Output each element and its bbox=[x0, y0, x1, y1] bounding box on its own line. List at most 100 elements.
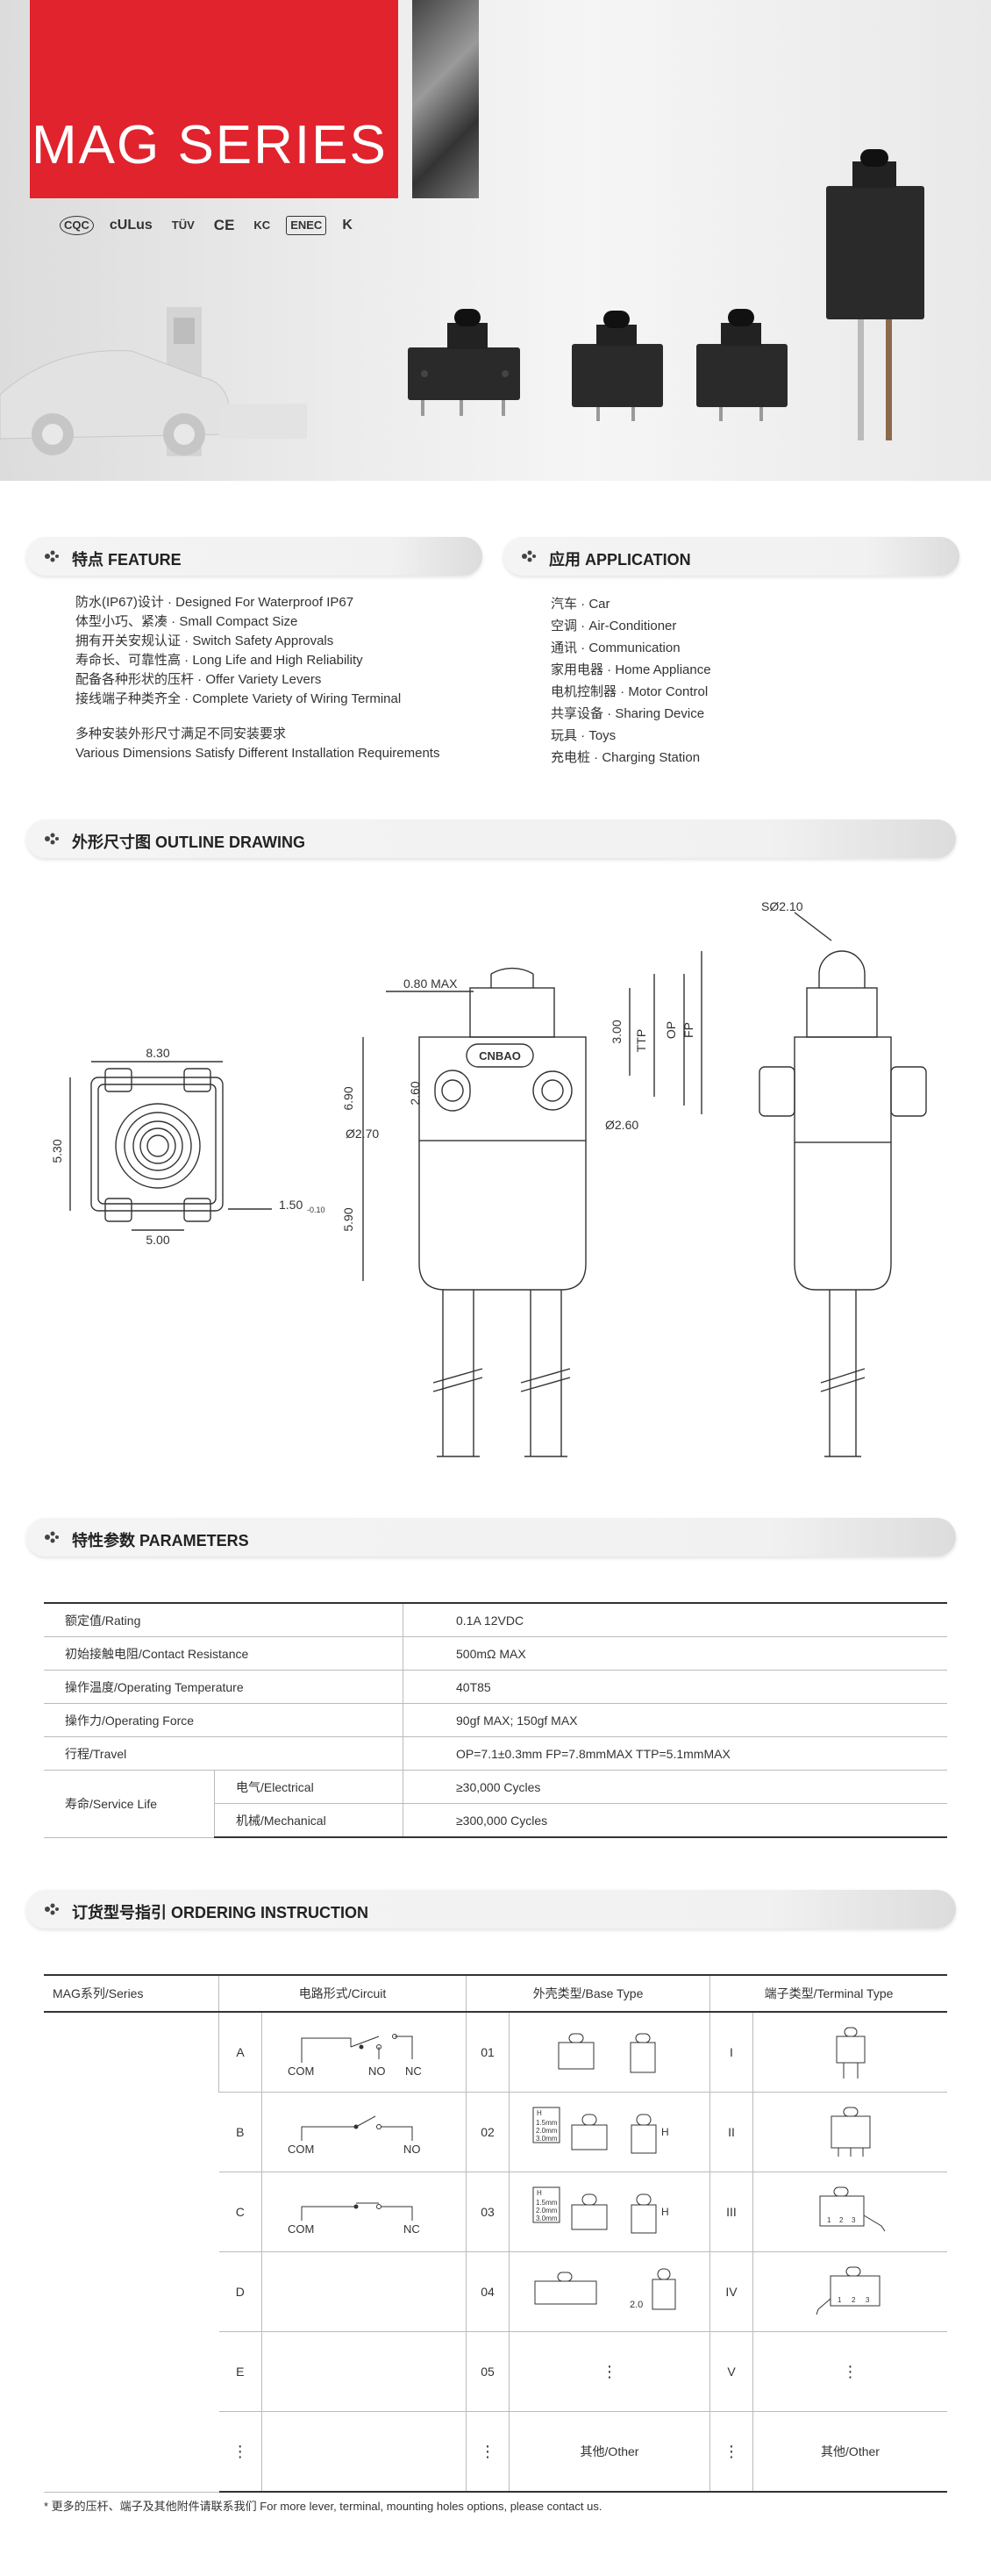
h-value: 2.0mm bbox=[536, 2207, 558, 2215]
header-circuit: 电路形式/Circuit bbox=[218, 1974, 467, 2013]
hero-banner: MAG SERIES CQC cULus TÜV CE KC ENEC K bbox=[0, 0, 991, 481]
order-row: ⋮ ⋮ 其他/Other ⋮ 其他/Other bbox=[44, 2411, 947, 2493]
terminal-i-diagram bbox=[836, 2027, 865, 2079]
base-code: 03 bbox=[466, 2172, 510, 2252]
feature-item: 寿命长、可靠性高 · Long Life and High Reliabilit… bbox=[75, 653, 363, 668]
terminal-code: II bbox=[709, 2092, 753, 2172]
ul-logo: cULus bbox=[109, 218, 153, 233]
feature-item: 接线端子种类齐全 · Complete Variety of Wiring Te… bbox=[75, 691, 402, 706]
dim-5-00: 5.00 bbox=[146, 1233, 169, 1247]
circuit-code: A bbox=[218, 2012, 262, 2093]
feature-header: 特点 FEATURE bbox=[26, 537, 482, 576]
terminal-ellipsis: ⋮ bbox=[752, 2331, 947, 2412]
base-code: 01 bbox=[466, 2012, 510, 2093]
series-title: MAG SERIES bbox=[32, 115, 388, 175]
param-label: 寿命/Service Life bbox=[44, 1770, 215, 1838]
k-logo: K bbox=[342, 218, 353, 233]
pin-label: 2 bbox=[839, 2216, 844, 2224]
switch-photo-1 bbox=[408, 309, 520, 416]
order-row: D 04 2.0 IV 1 2 3 bbox=[44, 2251, 947, 2332]
header-terminal-type: 端子类型/Terminal Type bbox=[709, 1974, 947, 2013]
circuit-code: E bbox=[218, 2331, 262, 2412]
feature-item: 体型小巧、紧凑 · Small Compact Size bbox=[75, 614, 298, 629]
base-04-diagram: 2.0 bbox=[534, 2268, 676, 2310]
terminal-code: ⋮ bbox=[709, 2411, 753, 2493]
com-label: COM bbox=[288, 2143, 314, 2156]
order-row: B COM NO 02 H 1.5mm 2.0mm 3.0mm bbox=[44, 2092, 947, 2172]
side-view bbox=[759, 912, 927, 1457]
ordering-header: 订货型号指引 ORDERING INSTRUCTION bbox=[26, 1890, 956, 1928]
dim-5-30: 5.30 bbox=[50, 1139, 64, 1163]
circuit-code: C bbox=[218, 2172, 262, 2252]
terminal-code: I bbox=[709, 2012, 753, 2093]
application-item: 汽车 · Car bbox=[551, 597, 610, 612]
circuit-c-diagram: COM NC bbox=[288, 2202, 420, 2236]
circuit-a-diagram: COM NO NC bbox=[288, 2033, 422, 2078]
header-base-type: 外壳类型/Base Type bbox=[466, 1974, 710, 2013]
param-sublabel: 电气/Electrical bbox=[214, 1770, 403, 1804]
ordering-table: MAG系列/Series 电路形式/Circuit 外壳类型/Base Type… bbox=[44, 1974, 947, 2493]
circuit-code: ⋮ bbox=[218, 2411, 262, 2493]
application-list: 汽车 · Car 空调 · Air-Conditioner 通讯 · Commu… bbox=[551, 593, 711, 769]
circuit-empty bbox=[261, 2411, 467, 2493]
h-value: 3.0mm bbox=[536, 2135, 558, 2143]
dim-op: OP bbox=[664, 1021, 678, 1039]
h-marker: H bbox=[661, 2126, 669, 2138]
switch-photo-3 bbox=[696, 309, 788, 421]
front-view bbox=[362, 951, 702, 1457]
outline-header: 外形尺寸图 OUTLINE DRAWING bbox=[26, 819, 956, 858]
section-dots-icon bbox=[45, 833, 59, 845]
dim-ttp: TTP bbox=[634, 1029, 648, 1052]
order-row: A COM NO NC 01 I bbox=[44, 2012, 947, 2493]
base-02-diagram: H 1.5mm 2.0mm 3.0mm H bbox=[532, 2107, 669, 2153]
no-label: NO bbox=[403, 2143, 421, 2156]
switch-photo-4 bbox=[826, 149, 924, 440]
feature-list: 防水(IP67)设计 · Designed For Waterproof IP6… bbox=[75, 593, 439, 763]
bottom-view bbox=[69, 1061, 272, 1231]
kc-logo: KC bbox=[253, 218, 271, 232]
circuit-empty bbox=[261, 2331, 467, 2412]
application-item: 空调 · Air-Conditioner bbox=[551, 619, 677, 633]
pin-label: 1 bbox=[838, 2296, 842, 2304]
outline-drawing: 8.30 5.30 5.00 1.50 -0.10 0.80 MAX 6.90 … bbox=[50, 899, 927, 1457]
ordering-title: 订货型号指引 ORDERING INSTRUCTION bbox=[72, 1904, 369, 1921]
param-value: 500mΩ MAX bbox=[403, 1636, 947, 1671]
base-code: ⋮ bbox=[466, 2411, 510, 2493]
param-value: OP=7.1±0.3mm FP=7.8mmMAX TTP=5.1mmMAX bbox=[403, 1736, 947, 1771]
base-01-diagram bbox=[558, 2033, 656, 2072]
tuv-logo: TÜV bbox=[171, 218, 195, 232]
parameters-title: 特性参数 PARAMETERS bbox=[72, 1532, 249, 1549]
feature-note-cn: 多种安装外形尺寸满足不同安装要求 bbox=[75, 726, 287, 741]
no-label: NO bbox=[368, 2064, 386, 2078]
dim-1-50-tol: -0.10 bbox=[307, 1206, 325, 1214]
com-label: COM bbox=[288, 2064, 314, 2078]
param-label: 操作温度/Operating Temperature bbox=[44, 1670, 403, 1704]
certification-row: CQC cULus TÜV CE KC ENEC K bbox=[60, 216, 356, 235]
h-label: H bbox=[537, 2189, 542, 2197]
base04-dim: 2.0 bbox=[630, 2300, 643, 2310]
base-03-diagram: H 1.5mm 2.0mm 3.0mm H bbox=[532, 2186, 669, 2233]
h-value: 2.0mm bbox=[536, 2127, 558, 2135]
section-dots-icon bbox=[45, 550, 59, 562]
table-row: 机械/Mechanical≥300,000 Cycles bbox=[44, 1803, 947, 1838]
param-value: 0.1A 12VDC bbox=[403, 1602, 947, 1637]
terminal-iii-diagram: 1 2 3 bbox=[819, 2186, 885, 2231]
base-code: 04 bbox=[466, 2251, 510, 2332]
pin-label: 1 bbox=[827, 2216, 831, 2224]
param-label: 初始接触电阻/Contact Resistance bbox=[44, 1636, 403, 1671]
ce-logo: CE bbox=[213, 217, 235, 233]
terminal-code: IV bbox=[709, 2251, 753, 2332]
product-photos bbox=[408, 149, 924, 440]
dim-2-60: 2.60 bbox=[408, 1081, 422, 1105]
cqc-logo: CQC bbox=[60, 216, 94, 235]
dim-phi-2-70: Ø2.70 bbox=[346, 1127, 379, 1141]
circuit-b-diagram: COM NO bbox=[288, 2115, 421, 2156]
parameters-header: 特性参数 PARAMETERS bbox=[26, 1518, 956, 1556]
param-value: 90gf MAX; 150gf MAX bbox=[403, 1703, 947, 1737]
